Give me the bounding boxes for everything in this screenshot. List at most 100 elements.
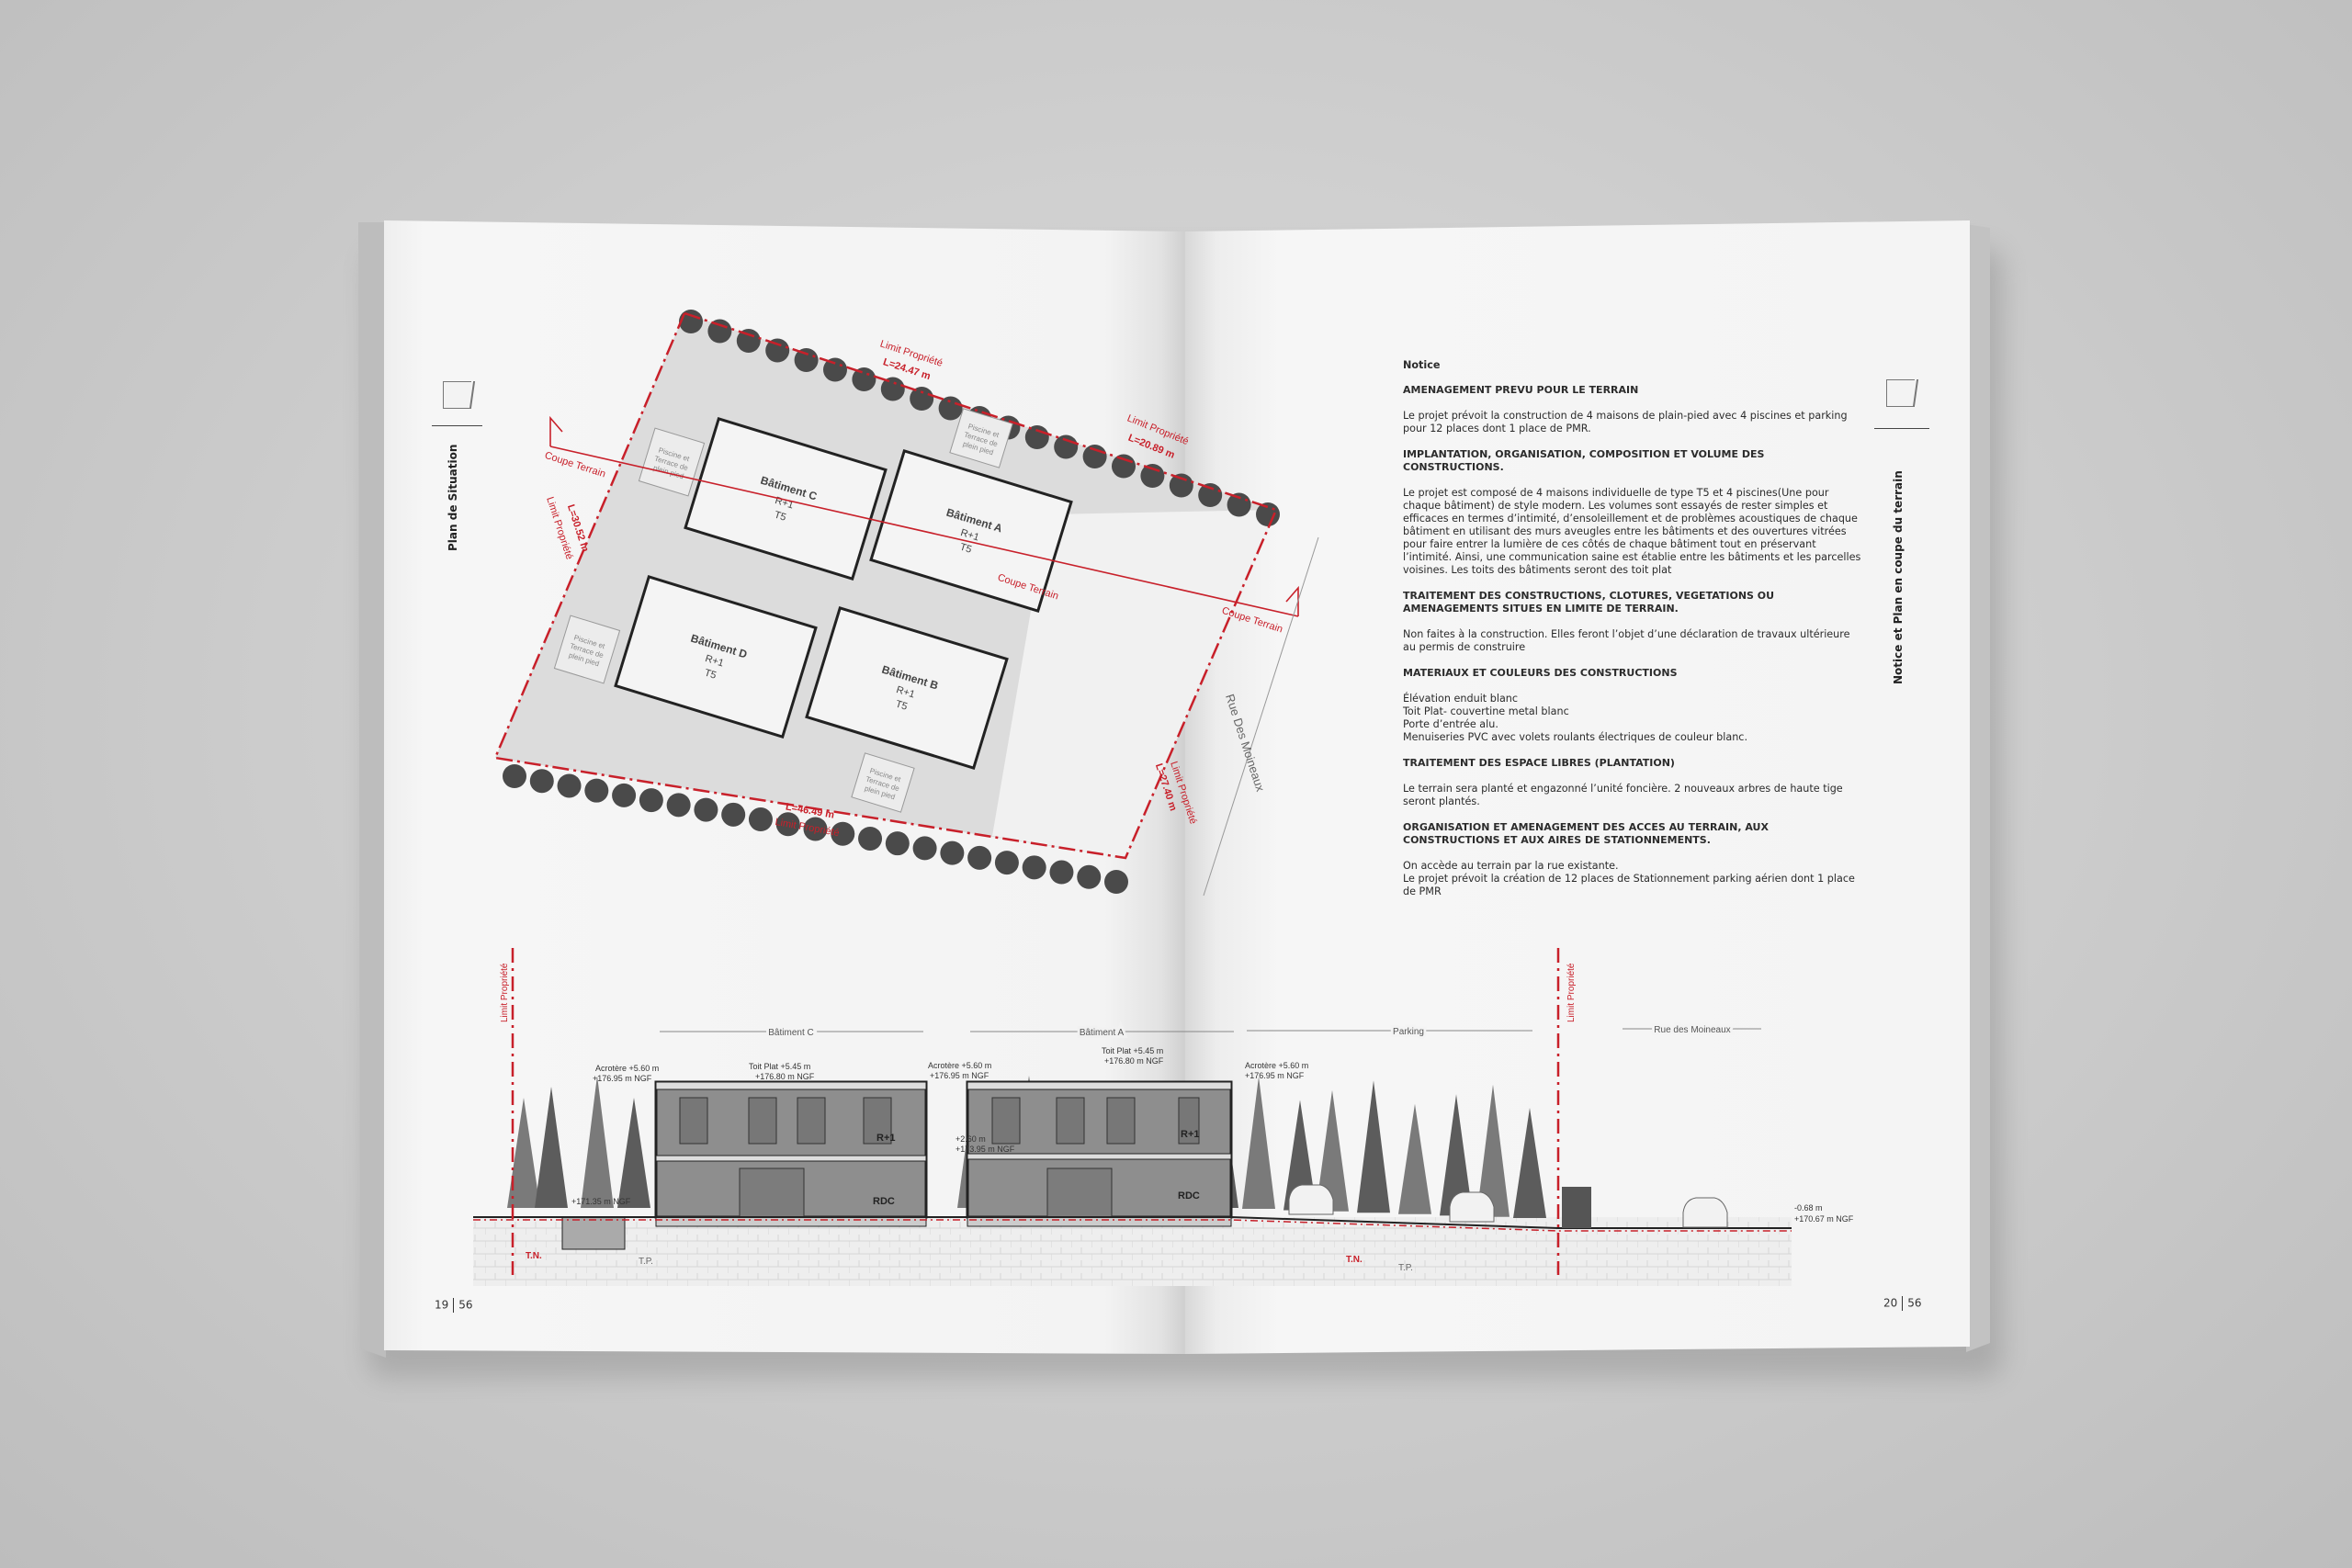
tree-icon [1198, 483, 1223, 507]
tree-icon [707, 319, 732, 344]
tree-icon [1054, 434, 1079, 459]
tree-icon [775, 812, 800, 837]
plan-tree-row [503, 310, 1280, 894]
building-b-level: R+1 [895, 684, 916, 700]
ground-line [473, 1216, 1792, 1229]
tree-icon [1283, 1100, 1317, 1211]
tree-icon [679, 310, 703, 333]
right-page [1185, 220, 1970, 1354]
building-d: Bâtiment D R+1 T5 [614, 575, 818, 739]
tree-icon [503, 764, 526, 788]
rdc-label: RDC [873, 1196, 895, 1207]
parking-area [992, 510, 1276, 858]
tn-label: T.N. [1346, 1255, 1363, 1265]
tree-icon [612, 783, 637, 807]
tree-icon [557, 773, 582, 798]
toit-plat-label: Toit Plat +5.45 m [749, 1062, 810, 1071]
building-d-type: T5 [703, 668, 718, 682]
tree-icon [1082, 445, 1107, 468]
notice-line: Porte d’entrée alu. [1403, 718, 1498, 730]
tree-icon [803, 817, 828, 841]
notice-line: Le projet prévoit la construction de 4 m… [1403, 410, 1848, 434]
tree-icon [1104, 870, 1128, 894]
notice-line: Le projet est composé de 4 maisons indiv… [1403, 487, 1861, 576]
page-total: 56 [458, 1298, 473, 1312]
notice-paragraph: Non faites à la construction. Elles fero… [1403, 628, 1862, 654]
page-icon [443, 381, 471, 409]
page-icon [1886, 379, 1915, 407]
tree-icon [721, 802, 746, 827]
building-d-level: R+1 [704, 653, 725, 669]
left-page-stack [358, 222, 386, 1358]
acrotere-label: Acrotère +5.60 m [1245, 1061, 1308, 1070]
notice-text: Notice AMENAGEMENT PREVU POUR LE TERRAIN… [1403, 359, 1862, 911]
toit-plat-ngf: +176.80 m NGF [755, 1072, 815, 1081]
notice-paragraph: Le projet prévoit la construction de 4 m… [1403, 410, 1862, 435]
floor-level-ngf: +173.95 m NGF [956, 1145, 1015, 1154]
sidebar-rule [432, 425, 482, 426]
section-building-c: R+1 RDC [654, 1080, 928, 1227]
tree-icon [940, 840, 965, 865]
limit-label-right: Limit Propriété [1566, 963, 1577, 1022]
notice-line: Menuiseries PVC avec volets roulants éle… [1403, 731, 1747, 743]
tree-icon [1049, 860, 1074, 885]
tree-icon [1169, 473, 1193, 498]
sidebar-rule [1874, 428, 1929, 429]
notice-line: Le projet prévoit la création de 12 plac… [1403, 873, 1855, 897]
tree-icon [880, 377, 905, 401]
road-level-label: -0.68 m [1794, 1203, 1823, 1213]
tree-icon [507, 1098, 540, 1208]
notice-heading: TRAITEMENT DES ESPACE LIBRES (PLANTATION… [1403, 757, 1675, 769]
tree-icon [1077, 864, 1102, 889]
notice-sections: AMENAGEMENT PREVU POUR LE TERRAIN Le proj… [1403, 384, 1862, 898]
tree-icon [1398, 1103, 1431, 1214]
notice-line: On accède au terrain par la rue existant… [1403, 860, 1619, 872]
street-edge [1203, 536, 1319, 897]
tree-icon [912, 836, 937, 861]
notice-heading: TRAITEMENT DES CONSTRUCTIONS, CLOTURES, … [1403, 590, 1775, 615]
notice-title: Notice [1403, 359, 1441, 371]
tree-icon [1513, 1108, 1546, 1219]
tree-icon [529, 769, 554, 794]
tree-icon [823, 357, 847, 382]
tree-icon [1440, 1094, 1473, 1216]
tree-icon [794, 348, 819, 372]
property-boundary [493, 311, 1278, 860]
notice-heading: ORGANISATION ET AMENAGEMENT DES ACCES AU… [1403, 821, 1769, 846]
section-marker-right [1285, 585, 1299, 616]
acrotere-label: Acrotère +5.60 m [928, 1061, 991, 1070]
building-c-type: T5 [773, 510, 787, 524]
pool-level-ngf: +171.35 m NGF [571, 1197, 631, 1206]
building-a-type: T5 [958, 542, 973, 556]
r1-label: R+1 [876, 1133, 896, 1144]
tree-icon [831, 821, 855, 846]
section-pool [561, 1216, 626, 1250]
tn-label: T.N. [526, 1251, 542, 1261]
tree-icon [994, 851, 1019, 875]
terrain-section: R+1 RDC R+1 RDC Limit Propriété Limit Pr… [473, 948, 1854, 1286]
road-level-ngf: +170.67 m NGF [1794, 1214, 1854, 1224]
tree-icon [885, 831, 910, 856]
natural-terrain-line [473, 1219, 1792, 1232]
page-number: 19 [435, 1298, 449, 1312]
limit-label-left: Limit Propriété [500, 963, 510, 1022]
notice-heading: AMENAGEMENT PREVU POUR LE TERRAIN [1403, 384, 1639, 396]
building-c: Bâtiment C R+1 T5 [684, 417, 888, 581]
r1-label: R+1 [1181, 1129, 1200, 1140]
street-dimension-label: Rue des Moineaux [1654, 1025, 1730, 1035]
section-cut-line [549, 446, 1299, 617]
building-b: Bâtiment B R+1 T5 [805, 606, 1009, 770]
building-b-type: T5 [894, 699, 909, 713]
tree-icon [581, 1076, 614, 1208]
tree-icon [1357, 1080, 1390, 1213]
tree-icon [1242, 1077, 1275, 1210]
notice-paragraph: On accède au terrain par la rue existant… [1403, 860, 1862, 898]
notice-line: Élévation enduit blanc [1403, 693, 1519, 705]
tree-icon [1024, 425, 1049, 449]
